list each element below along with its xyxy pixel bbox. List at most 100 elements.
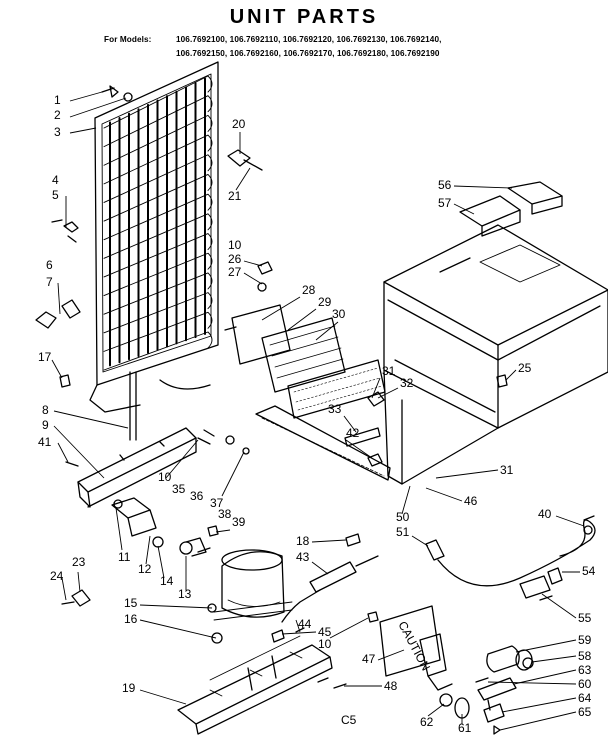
leader-line-19	[139, 689, 187, 705]
part-23-24	[61, 589, 91, 607]
callout-13: 13	[178, 587, 192, 601]
coil-tube	[103, 292, 213, 334]
bracket-part-31	[367, 391, 385, 407]
callout-10: 10	[228, 238, 242, 252]
leader-line-37	[221, 451, 245, 497]
callout-54: 54	[582, 564, 596, 578]
strain-relief-part-54	[547, 567, 563, 585]
callout-64: 64	[578, 691, 592, 705]
leader-line-29	[287, 308, 317, 331]
leader-line-27	[243, 272, 263, 285]
callout-28: 28	[302, 283, 316, 297]
drier-part-43	[281, 555, 379, 623]
condenser-coil	[89, 61, 219, 441]
figure-code: C5	[341, 713, 357, 727]
callout-57: 57	[438, 196, 452, 210]
coil-tube	[103, 193, 213, 241]
leader-line-31-extra	[435, 469, 499, 479]
leader-line-56	[453, 185, 513, 189]
leader-line-58	[531, 655, 577, 663]
leader-line-55	[541, 593, 577, 619]
callout-41: 41	[38, 435, 52, 449]
leader-line-2	[69, 97, 127, 118]
callout-24: 24	[50, 569, 64, 583]
condenser-mount-screws	[101, 85, 133, 102]
relay-part-11-12	[111, 497, 164, 548]
leader-line-63	[513, 669, 577, 685]
drain-pan	[255, 405, 391, 481]
coil-tube	[103, 134, 213, 185]
coil-tube	[103, 75, 213, 129]
overload-part-13-14	[179, 537, 207, 557]
callout-18: 18	[296, 534, 310, 548]
machine-compartment	[383, 224, 608, 485]
base-rail-part-19	[177, 635, 333, 735]
part-60	[475, 677, 489, 683]
part-40	[583, 515, 595, 535]
insulation-part-30	[261, 317, 346, 393]
screws-part-35-37	[197, 429, 250, 455]
leader-line-15	[139, 604, 213, 609]
leader-line-10-extra	[165, 439, 199, 479]
leader-line-17	[51, 359, 63, 379]
coil-tube	[103, 213, 213, 259]
callout-42: 42	[346, 426, 360, 440]
callout-7: 7	[46, 275, 53, 289]
screw-part-48	[317, 677, 347, 689]
callout-8: 8	[42, 403, 49, 417]
callout-65: 65	[578, 705, 592, 719]
leader-line-3	[69, 127, 97, 134]
callout-51: 51	[396, 525, 410, 539]
clip-part-42	[367, 453, 383, 467]
leader-line-64	[501, 697, 577, 713]
coil-tube	[103, 233, 213, 278]
callout-1: 1	[54, 93, 61, 107]
callout-14: 14	[160, 574, 174, 588]
callout-25: 25	[518, 361, 532, 375]
leader-line-62	[427, 703, 445, 717]
leader-line-50	[401, 485, 411, 515]
foam-block-part-57	[459, 195, 521, 237]
callout-29: 29	[318, 295, 332, 309]
callout-38: 38	[218, 507, 232, 521]
leader-line-44	[295, 619, 301, 633]
leader-line-24	[61, 577, 67, 601]
callout-39: 39	[232, 515, 246, 529]
callout-19: 19	[122, 681, 136, 695]
leader-line-42	[345, 439, 373, 459]
models-label: For Models:	[104, 35, 152, 44]
callout-20: 20	[232, 117, 246, 131]
leader-line-32	[377, 387, 399, 399]
leader-line-33	[343, 415, 357, 433]
leader-line-57	[453, 203, 475, 215]
grommet-part-18	[345, 533, 361, 547]
screw-part-45	[271, 629, 285, 643]
callout-50: 50	[396, 510, 410, 524]
part-38-39	[197, 525, 219, 553]
callout-46: 46	[464, 494, 478, 508]
callout-31: 31	[382, 364, 396, 378]
coil-tube	[103, 114, 213, 166]
callout-16: 16	[124, 612, 138, 626]
grommet-part-17	[59, 374, 71, 388]
carton-label: CAUTION	[395, 619, 433, 673]
leader-line-45	[281, 631, 317, 635]
callout-31-extra: 31	[500, 463, 514, 477]
callout-27: 27	[228, 265, 242, 279]
callout-63: 63	[578, 663, 592, 677]
coil-tube	[103, 311, 213, 352]
clip-part-6-7	[35, 299, 81, 329]
callout-32: 32	[400, 376, 414, 390]
coil-tube	[103, 95, 213, 148]
callout-33: 33	[328, 402, 342, 416]
callout-26: 26	[228, 252, 242, 266]
leader-line-47	[377, 649, 405, 661]
callout-60: 60	[578, 677, 592, 691]
leader-line-30	[315, 321, 339, 341]
tube-part-44	[295, 627, 305, 633]
leader-line-9	[53, 425, 105, 479]
leader-line-16	[139, 619, 217, 639]
leader-line-11	[115, 507, 123, 551]
callout-47: 47	[362, 652, 376, 666]
leader-line-40	[555, 515, 585, 527]
